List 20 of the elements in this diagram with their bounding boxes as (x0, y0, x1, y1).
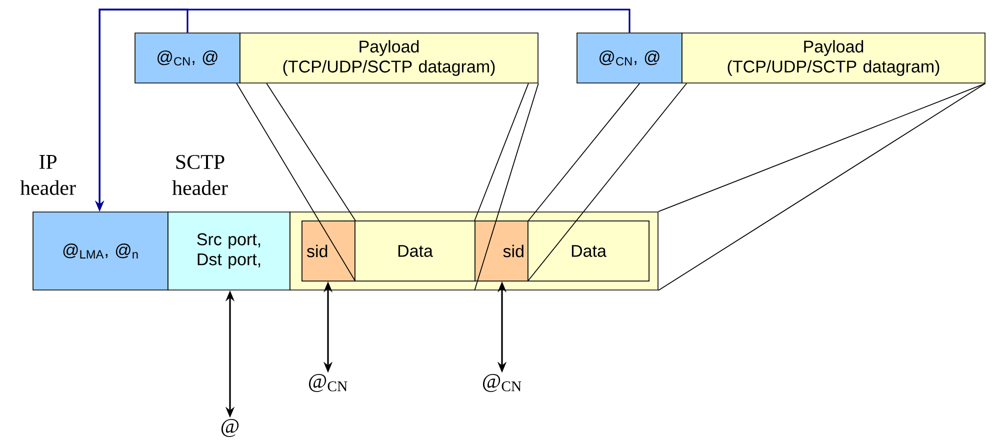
header-label: IP header (20, 155, 76, 195)
sid-field: sid (474, 220, 528, 282)
address-label: @$_{CN}$ (483, 374, 522, 392)
data-field: Data (528, 220, 650, 282)
ip-header-box: @$_{LMA}$, @$_{n}$ (32, 212, 168, 290)
projection-line (658, 82, 986, 212)
address-label: @ (221, 419, 239, 437)
sid-field: sid (302, 220, 356, 282)
sctp-header-box: Src port, Dst port, (168, 212, 290, 290)
payload-box: Payload (TCP/UDP/SCTP datagram) (240, 32, 538, 84)
projection-line (527, 82, 688, 282)
address-field: @$_{CN}$, @ (134, 32, 240, 84)
data-field: Data (354, 220, 476, 282)
address-label: @$_{CN}$ (308, 374, 348, 392)
projection-line (236, 82, 356, 282)
address-field: @$_{CN}$, @ (576, 32, 682, 84)
header-label: SCTP header (172, 154, 228, 196)
projection-line (474, 82, 529, 222)
projection-line (658, 82, 986, 291)
payload-box: Payload (TCP/UDP/SCTP datagram) (682, 32, 986, 84)
